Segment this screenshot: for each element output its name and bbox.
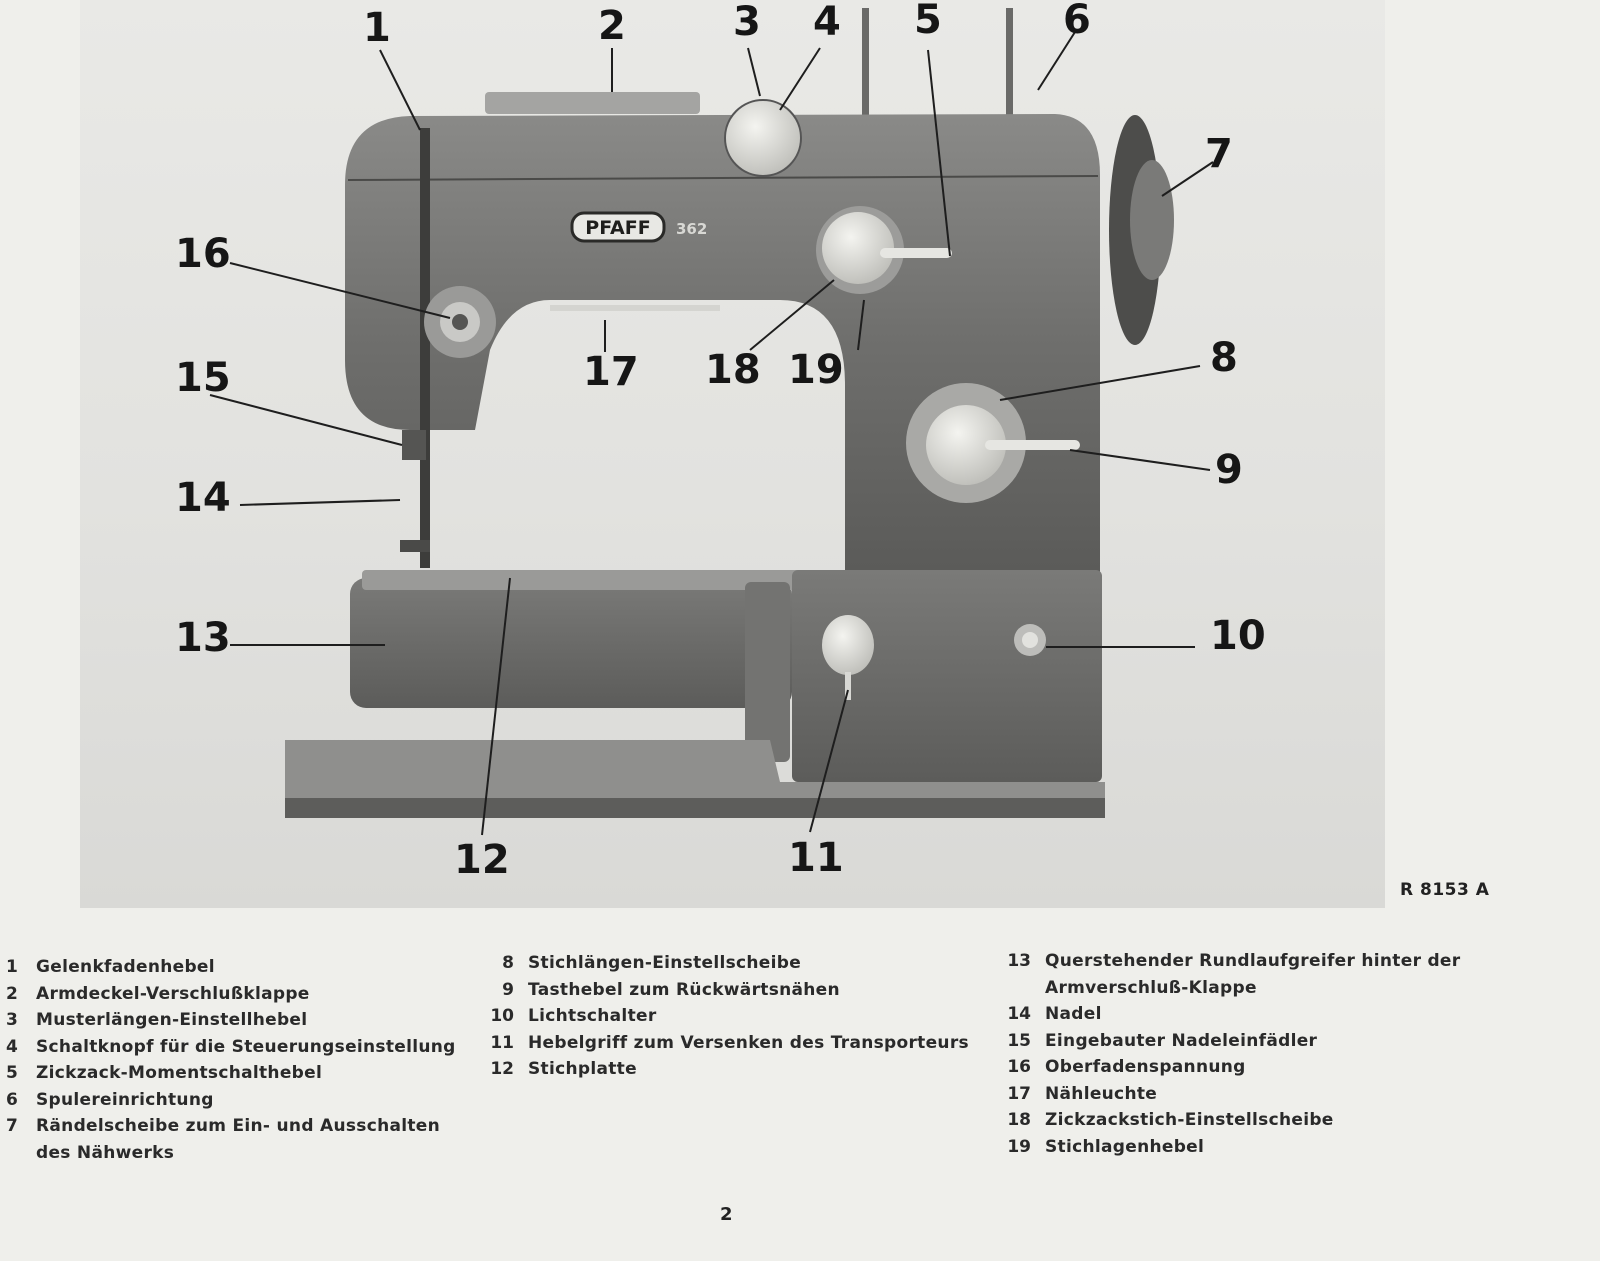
legend-item: 1 Gelenkfadenhebel [6,954,456,981]
legend-text: Zickzackstich-Einstellscheibe [1045,1110,1334,1130]
legend-number: 15 [1007,1030,1031,1051]
callout-10: 10 [1210,613,1266,659]
legend-text: Nähleuchte [1045,1083,1158,1104]
legend-number: 12 [490,1059,514,1079]
legend-item: 6 Spulereinrichtung [6,1087,456,1114]
legend-number: 14 [1007,1004,1031,1024]
legend-number: 5 [6,1063,18,1083]
legend-item: 10 Lichtschalter [478,1003,969,1030]
callout-11: 11 [788,835,844,881]
legend-item: 19 Stichlagenhebel [995,1134,1460,1161]
legend-text: Querstehender Rundlaufgreifer hinter der… [1045,951,1461,998]
legend-text: Hebelgriff zum Versenken des Transporteu… [528,1032,969,1053]
legend-number: 11 [490,1032,514,1053]
legend-text: Spulereinrichtung [36,1089,214,1110]
legend-item: 2 Armdeckel-Verschlußklappe [6,981,456,1008]
figure-reference: R 8153 A [1400,880,1490,900]
legend-item: 16 Oberfadenspannung [995,1054,1460,1081]
legend-text: Gelenkfadenhebel [36,957,215,977]
callout-3: 3 [733,0,761,45]
legend-text: Lichtschalter [528,1006,657,1026]
legend-text: Eingebauter Nadeleinfädler [1045,1030,1318,1051]
legend-item: 5 Zickzack-Momentschalthebel [6,1060,456,1087]
callout-7: 7 [1205,131,1233,177]
legend-number: 4 [6,1036,18,1057]
legend-number: 2 [6,983,18,1004]
sewing-machine-illustration: PFAFF 362 [209,8,1214,836]
callout-16: 16 [175,231,231,277]
legend-number: 13 [1007,951,1031,971]
legend-item: 12 Stichplatte [478,1056,969,1083]
callout-17: 17 [583,349,639,395]
legend-number: 6 [6,1089,18,1110]
callout-14: 14 [175,475,231,521]
callout-6: 6 [1063,0,1091,43]
legend-text: Stichplatte [528,1059,637,1079]
legend-item: 9 Tasthebel zum Rückwärtsnähen [478,977,969,1004]
legend-column-2: 8 Stichlängen-Einstellscheibe 9 Tasthebel … [478,950,969,1083]
legend-text: Rändelscheibe zum Ein- und Ausschalten d… [36,1116,441,1163]
legend-item: 18 Zickzackstich-Einstellscheibe [995,1107,1460,1134]
page-number: 2 [720,1204,733,1225]
legend-text: Stichlagenhebel [1045,1136,1205,1157]
legend-number: 19 [1007,1136,1031,1157]
brand-logo: PFAFF [585,217,650,239]
callout-8: 8 [1210,335,1238,381]
callout-13: 13 [175,615,231,661]
legend-text: Oberfadenspannung [1045,1057,1246,1077]
legend-item: 4 Schaltknopf für die Steuerungseinstellu… [6,1034,456,1061]
legend-text: Schaltknopf für die Steuerungseinstellun… [36,1036,456,1057]
legend-number: 17 [1007,1083,1031,1104]
callout-12: 12 [454,837,510,883]
legend-text: Zickzack-Momentschalthebel [36,1063,323,1083]
callout-5: 5 [914,0,942,43]
callout-15: 15 [175,355,231,401]
legend-item: 8 Stichlängen-Einstellscheibe [478,950,969,977]
legend-column-3: 13 Querstehender Rundlaufgreifer hinter d… [995,948,1460,1160]
legend-number: 3 [6,1010,18,1030]
legend-item: 15 Eingebauter Nadeleinfädler [995,1028,1460,1055]
sewing-machine-photo: PFAFF 362 [80,0,1385,908]
legend-number: 18 [1007,1110,1031,1130]
callout-4: 4 [813,0,841,45]
legend-number: 10 [490,1006,514,1026]
callout-18: 18 [705,347,761,393]
legend-column-1: 1 Gelenkfadenhebel 2 Armdeckel-Verschlußkl… [6,954,456,1166]
legend-number: 16 [1007,1057,1031,1077]
legend-text: Musterlängen-Einstellhebel [36,1010,308,1030]
legend-text: Armdeckel-Verschlußklappe [36,983,310,1004]
legend-text: Tasthebel zum Rückwärtsnähen [528,979,840,1000]
legend-item: 13 Querstehender Rundlaufgreifer hinter d… [995,948,1460,1001]
legend-number: 8 [502,953,514,973]
legend-item: 11 Hebelgriff zum Versenken des Transport… [478,1030,969,1057]
callout-1: 1 [363,5,391,51]
model-number: 362 [676,220,707,238]
legend-item: 17 Nähleuchte [995,1081,1460,1108]
legend-item: 3 Musterlängen-Einstellhebel [6,1007,456,1034]
legend-item: 7 Rändelscheibe zum Ein- und Ausschalten … [6,1113,456,1166]
legend-number: 9 [502,979,514,1000]
callout-19: 19 [788,347,844,393]
callout-9: 9 [1215,447,1243,493]
legend-number: 1 [6,957,18,977]
legend-number: 7 [6,1116,18,1136]
callout-2: 2 [598,3,626,49]
legend-text: Nadel [1045,1004,1102,1024]
legend-text: Stichlängen-Einstellscheibe [528,953,802,973]
legend-item: 14 Nadel [995,1001,1460,1028]
